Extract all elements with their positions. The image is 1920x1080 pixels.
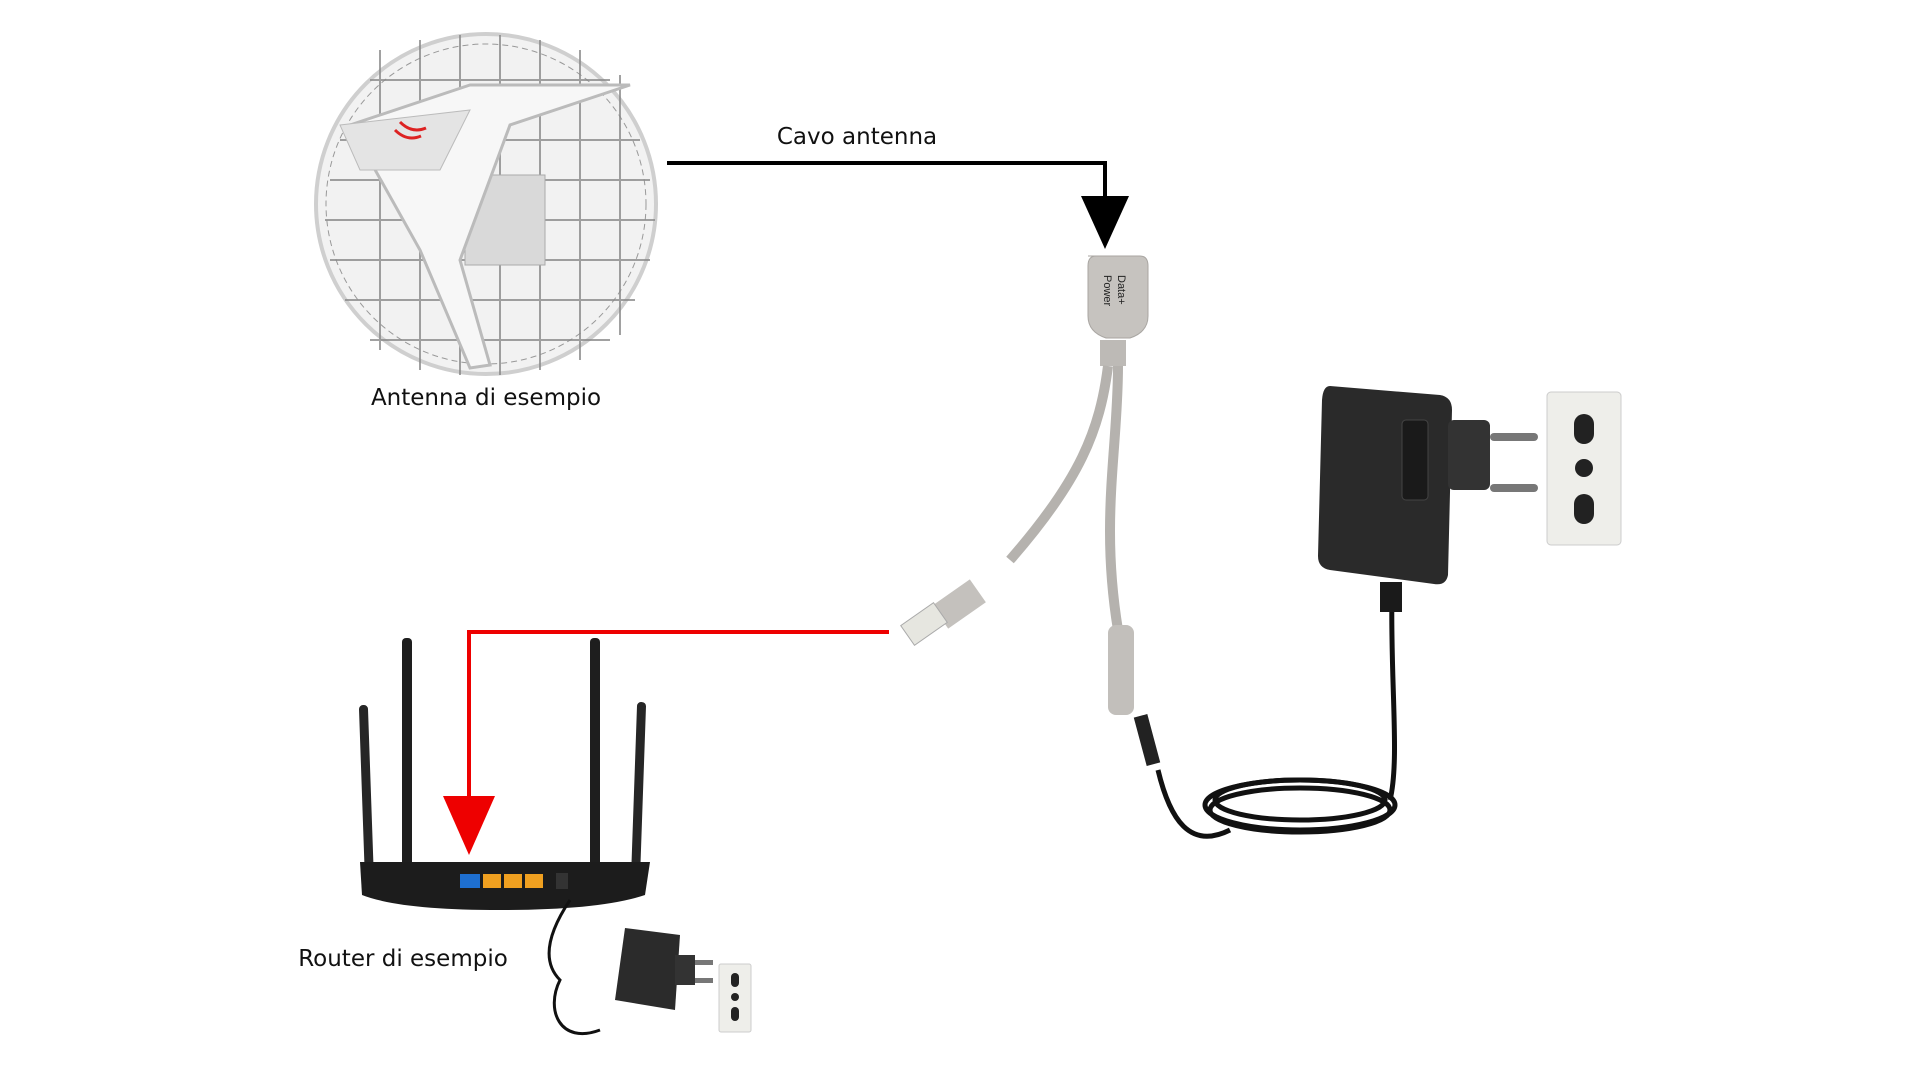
svg-text:Power: Power xyxy=(1101,275,1113,307)
router-image xyxy=(358,638,650,910)
antenna-cable-arrow xyxy=(667,161,1129,249)
router-label: Router di esempio xyxy=(298,946,508,972)
router-power-cable xyxy=(547,899,601,1036)
antenna-label: Antenna di esempio xyxy=(370,385,602,411)
router-power-adapter-image xyxy=(615,928,713,1010)
svg-text:Data+: Data+ xyxy=(1115,275,1127,305)
poe-injector-image: Data+ Power xyxy=(900,255,1161,766)
power-adapter-image xyxy=(1318,386,1538,612)
router-wall-socket-image xyxy=(718,963,752,1033)
power-cable xyxy=(1155,589,1398,839)
antenna-image xyxy=(314,32,658,376)
router-cable-arrow xyxy=(443,630,889,855)
cable-label: Cavo antenna xyxy=(776,124,938,150)
wall-socket-image xyxy=(1546,391,1622,546)
